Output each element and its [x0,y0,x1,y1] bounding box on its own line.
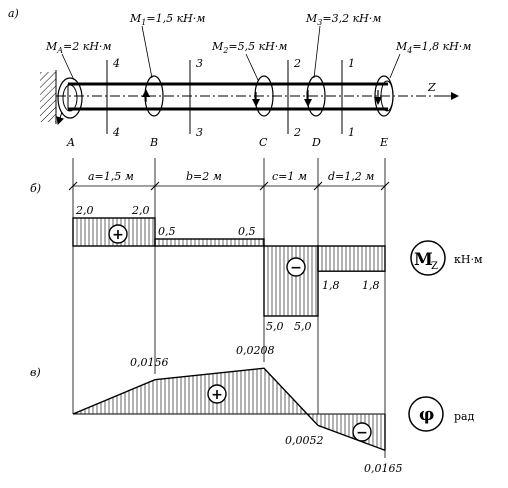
axis-label-z: Z [427,81,436,94]
dimension-line [68,181,390,191]
section-2-top: 2 [293,57,301,70]
angle-value-e: 0,0165 [364,462,403,475]
point-label-b: B [149,136,158,149]
moment-label-m4: M4=1,8 кН·м [395,40,471,55]
section-4-top: 4 [112,57,120,70]
angle-hatching [76,368,382,449]
angle-diagram: +− [72,367,386,451]
torque-segment-3 [263,245,319,317]
section-3-bottom: 3 [196,126,203,139]
segment-length-c: c=1 м [272,170,307,183]
torque-symbol-badge: M Z [410,240,446,276]
torque-segment-4 [317,245,386,272]
moment-ring-e [374,75,394,117]
moment-ring-a [56,77,83,125]
part-label-a: а) [8,7,19,20]
moment-ring-d [304,75,326,117]
torque-segment-1 [72,217,156,247]
moment-ring-c [252,75,274,117]
svg-text:+: + [211,387,223,403]
angle-curve [72,367,386,451]
torque-sign-plus: + [108,224,128,244]
moment-ring-b [142,75,164,117]
angle-unit: рад [454,410,475,423]
torque-value-d-left: 1,8 [322,279,340,292]
torque-symbol: M [414,250,433,270]
torque-value-a-right: 2,0 [131,204,150,217]
section-3-top: 3 [196,57,203,70]
angle-symbol-badge: φ [408,396,444,432]
angle-sign-minus: − [352,422,372,442]
section-4-bottom: 4 [112,126,120,139]
torque-symbol-sub: Z [431,261,438,272]
part-label-b: б) [30,182,41,195]
part-label-v: в) [30,366,41,379]
point-label-d: D [311,136,321,149]
svg-text:−: − [290,260,302,276]
svg-text:+: + [112,227,124,243]
section-2-bottom: 2 [293,126,301,139]
angle-value-d: 0,0052 [285,434,324,447]
torque-value-b-right: 0,5 [238,225,256,238]
angle-value-b: 0,0156 [130,356,169,369]
moment-label-m1: M1=1,5 кН·м [129,12,205,27]
torque-value-c-left: 5,0 [266,320,284,333]
segment-length-d: d=1,2 м [328,170,374,183]
torque-sign-minus: − [286,257,306,277]
angle-symbol: φ [419,405,434,425]
angle-value-c: 0,0208 [236,344,275,357]
moment-leaders [61,25,401,81]
torque-unit: кН·м [454,253,483,266]
fixed-support [40,70,57,124]
moment-label-m2: M2=5,5 кН·м [211,40,287,55]
angle-sign-plus: + [207,384,227,404]
torque-segment-2 [154,238,265,247]
moment-label-ma: MA=2 кН·м [45,40,112,55]
segment-length-a: a=1,5 м [88,170,134,183]
section-1-bottom: 1 [348,126,355,139]
svg-text:−: − [356,425,368,441]
point-label-c: C [259,136,268,149]
torque-diagram: +− [72,217,386,317]
shaft [67,82,388,111]
point-label-e: E [379,136,388,149]
torque-value-a-left: 2,0 [75,204,94,217]
section-1-top: 1 [348,57,355,70]
torque-value-b-left: 0,5 [158,225,176,238]
torque-value-d-right: 1,8 [362,279,380,292]
torque-value-c-right: 5,0 [294,320,312,333]
moment-label-m3: M3=3,2 кН·м [305,12,381,27]
segment-length-b: b=2 м [186,170,222,183]
section-lines [106,60,343,134]
point-label-a: A [66,136,75,149]
